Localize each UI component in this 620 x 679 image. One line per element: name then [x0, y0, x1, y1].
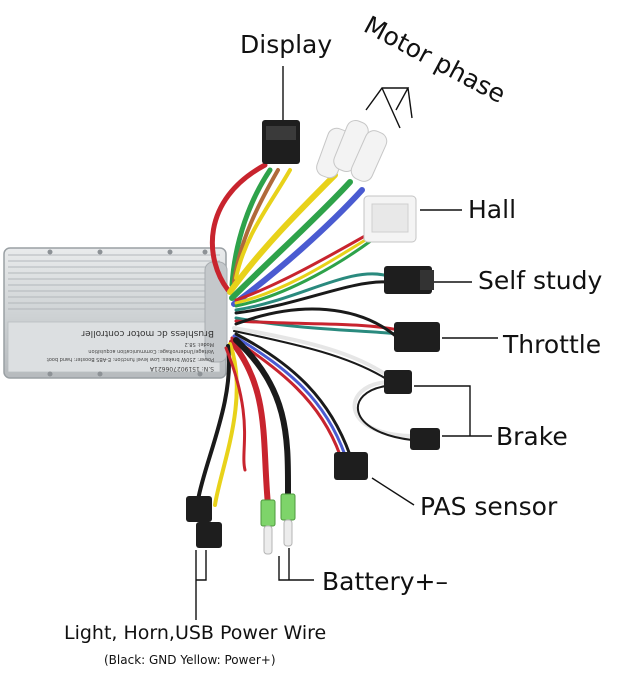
brake-wire-white-upper	[232, 326, 390, 378]
label-brake: Brake	[496, 422, 568, 451]
brake-connector-upper	[384, 370, 412, 394]
pas-connector	[334, 452, 368, 480]
label-throttle: Throttle	[503, 330, 602, 359]
controller-spec-line3: Power: 250W brakes: Low level function: …	[46, 356, 214, 362]
controller-title: Brushless dc motor controller	[81, 328, 214, 338]
label-light-horn-usb: Light, Horn,USB Power Wire	[64, 622, 327, 644]
label-display: Display	[240, 30, 333, 59]
label-hall: Hall	[468, 195, 517, 224]
light-wire-red	[224, 346, 247, 472]
battery-wire-red	[229, 339, 271, 508]
throttle-connector	[394, 322, 440, 352]
light-wire-yellow	[213, 342, 239, 507]
motor-phase-wire-green	[229, 179, 353, 301]
label-pas-sensor: PAS sensor	[420, 492, 558, 521]
hall-connector	[363, 195, 417, 243]
brake-connector-lower	[410, 428, 440, 450]
light-connectors	[186, 496, 222, 548]
controller-housing	[3, 247, 228, 379]
label-color-note: (Black: GND Yellow: Power+)	[104, 653, 276, 667]
controller-spec-line1: Model: S8.2	[184, 341, 214, 347]
controller-serial: S.N: 151902706621A	[149, 365, 214, 372]
pas-wire-blue	[232, 334, 347, 457]
motor-phase-wire-yellow	[227, 172, 338, 295]
pas-wire-black	[234, 332, 352, 457]
label-battery: Battery+–	[322, 567, 448, 596]
hall-wire-green	[234, 238, 374, 308]
light-wire-black	[196, 344, 231, 502]
self-study-wire-teal	[234, 272, 390, 312]
display-connector	[262, 120, 300, 164]
leader-lines	[195, 66, 498, 620]
brake-wire-loop	[352, 380, 414, 438]
hall-wire-yellow	[234, 234, 374, 305]
battery-terminals	[260, 493, 296, 555]
motor-phase-wire-blue	[231, 187, 365, 307]
display-wire-red	[209, 162, 268, 293]
motor-phase-connectors	[316, 119, 388, 182]
connectors	[186, 119, 440, 555]
display-wire-yellow	[234, 168, 292, 280]
controller-label: S.N: 151902706621A Power: 250W brakes: L…	[40, 322, 220, 372]
self-study-wire-black	[234, 280, 390, 315]
throttle-wire-black	[234, 307, 400, 340]
hall-wire-red	[234, 230, 374, 302]
brake-wire-black-upper	[233, 330, 389, 381]
controller-spec-line2: Voltage/Undervoltage: Communication acqu…	[88, 348, 214, 354]
battery-wire-black	[233, 337, 292, 498]
display-wire-green	[229, 167, 273, 288]
brake-wire-loop-black	[356, 385, 413, 441]
wire-bundle	[196, 162, 414, 508]
self-study-connector	[384, 266, 434, 294]
label-self-study: Self study	[478, 266, 603, 295]
